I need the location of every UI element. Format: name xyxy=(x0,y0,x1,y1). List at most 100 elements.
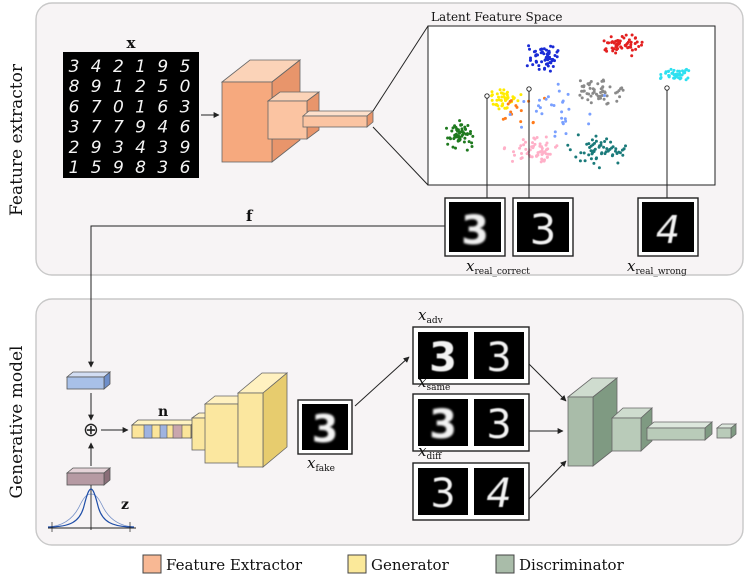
latent-point xyxy=(458,119,462,123)
latent-point xyxy=(542,47,546,51)
latent-point xyxy=(594,139,598,143)
latent-point xyxy=(576,133,580,137)
latent-marker-correct-b xyxy=(526,86,532,92)
latent-point xyxy=(535,53,539,57)
legend-swatch xyxy=(142,554,162,574)
input-digit: 5 xyxy=(180,57,191,77)
latent-point xyxy=(538,106,542,110)
latent-point xyxy=(603,140,607,143)
latent-point xyxy=(514,104,518,108)
latent-point xyxy=(500,95,504,99)
latent-point xyxy=(568,148,572,152)
generative-model-panel xyxy=(35,298,744,546)
latent-point xyxy=(589,149,593,153)
latent-point xyxy=(536,153,540,157)
svg-text:4: 4 xyxy=(656,208,680,252)
latent-point xyxy=(520,156,524,160)
pair-digit: 3 xyxy=(430,471,455,517)
latent-point xyxy=(599,141,603,145)
latent-point xyxy=(531,146,535,150)
input-digit: 6 xyxy=(69,97,80,117)
concat-operator: ⊕ xyxy=(83,419,99,441)
latent-point xyxy=(518,146,522,150)
latent-point xyxy=(500,91,504,95)
input-digit: 3 xyxy=(157,158,168,178)
latent-point xyxy=(495,98,499,102)
input-digit: 1 xyxy=(69,158,80,178)
latent-point xyxy=(512,96,516,100)
input-digit: 3 xyxy=(113,138,124,158)
latent-point xyxy=(553,134,557,138)
latent-point xyxy=(534,109,538,113)
latent-point xyxy=(536,151,540,155)
latent-point xyxy=(497,107,501,111)
input-digit: 3 xyxy=(180,97,191,117)
latent-point xyxy=(537,64,541,68)
latent-point xyxy=(449,137,452,141)
panel-label-feature-extractor: Feature extractor xyxy=(7,63,27,216)
latent-point xyxy=(666,70,670,73)
latent-point xyxy=(495,92,499,96)
latent-point xyxy=(603,48,607,52)
latent-point xyxy=(617,89,621,93)
latent-point xyxy=(453,135,457,139)
latent-point xyxy=(602,145,606,149)
latent-point xyxy=(614,51,618,55)
latent-point xyxy=(566,143,570,147)
latent-point xyxy=(629,43,633,47)
latent-point xyxy=(560,110,564,114)
latent-point xyxy=(451,145,455,149)
latent-point xyxy=(586,98,590,102)
latent-point xyxy=(606,101,610,105)
latent-point xyxy=(604,150,608,154)
latent-point xyxy=(548,69,552,73)
label-real-correct: xreal_correct xyxy=(466,257,530,277)
latent-point xyxy=(513,153,516,157)
latent-point xyxy=(511,159,514,163)
latent-point xyxy=(599,143,603,147)
arrow-adv-to-disc xyxy=(528,363,567,402)
latent-point xyxy=(454,132,458,136)
latent-point xyxy=(544,135,548,139)
latent-space-box xyxy=(427,25,716,186)
latent-marker-correct-a xyxy=(484,93,490,99)
input-digit: 8 xyxy=(69,77,80,97)
latent-point xyxy=(537,104,540,108)
latent-point xyxy=(555,55,559,59)
latent-point xyxy=(621,153,625,157)
latent-point xyxy=(627,38,631,42)
latent-point xyxy=(525,152,529,156)
latent-point xyxy=(667,74,671,77)
legend-label: Discriminator xyxy=(519,556,625,574)
latent-point xyxy=(608,85,612,89)
latent-point xyxy=(466,124,470,127)
input-digit: 7 xyxy=(91,97,102,117)
latent-point xyxy=(543,67,546,71)
latent-point xyxy=(622,147,626,151)
input-digit: 8 xyxy=(135,158,146,178)
svg-text:3: 3 xyxy=(312,407,338,451)
input-digit: 6 xyxy=(157,97,168,117)
latent-point xyxy=(519,109,523,113)
latent-point xyxy=(539,51,543,55)
latent-point xyxy=(529,56,532,60)
latent-point xyxy=(620,86,624,90)
latent-point xyxy=(607,41,611,45)
latent-point xyxy=(551,58,555,61)
latent-point xyxy=(600,152,603,156)
label-z: z xyxy=(121,497,129,513)
latent-point xyxy=(458,130,462,134)
input-digit: 9 xyxy=(91,77,102,97)
latent-point xyxy=(615,99,619,103)
latent-point xyxy=(603,94,606,97)
latent-point xyxy=(630,54,634,58)
latent-point xyxy=(630,33,634,37)
input-digit: 5 xyxy=(91,158,102,178)
latent-point xyxy=(465,133,469,136)
latent-point xyxy=(512,150,515,154)
latent-point xyxy=(531,63,535,67)
latent-point xyxy=(602,39,606,43)
latent-point xyxy=(640,40,644,44)
latent-point xyxy=(467,140,471,144)
